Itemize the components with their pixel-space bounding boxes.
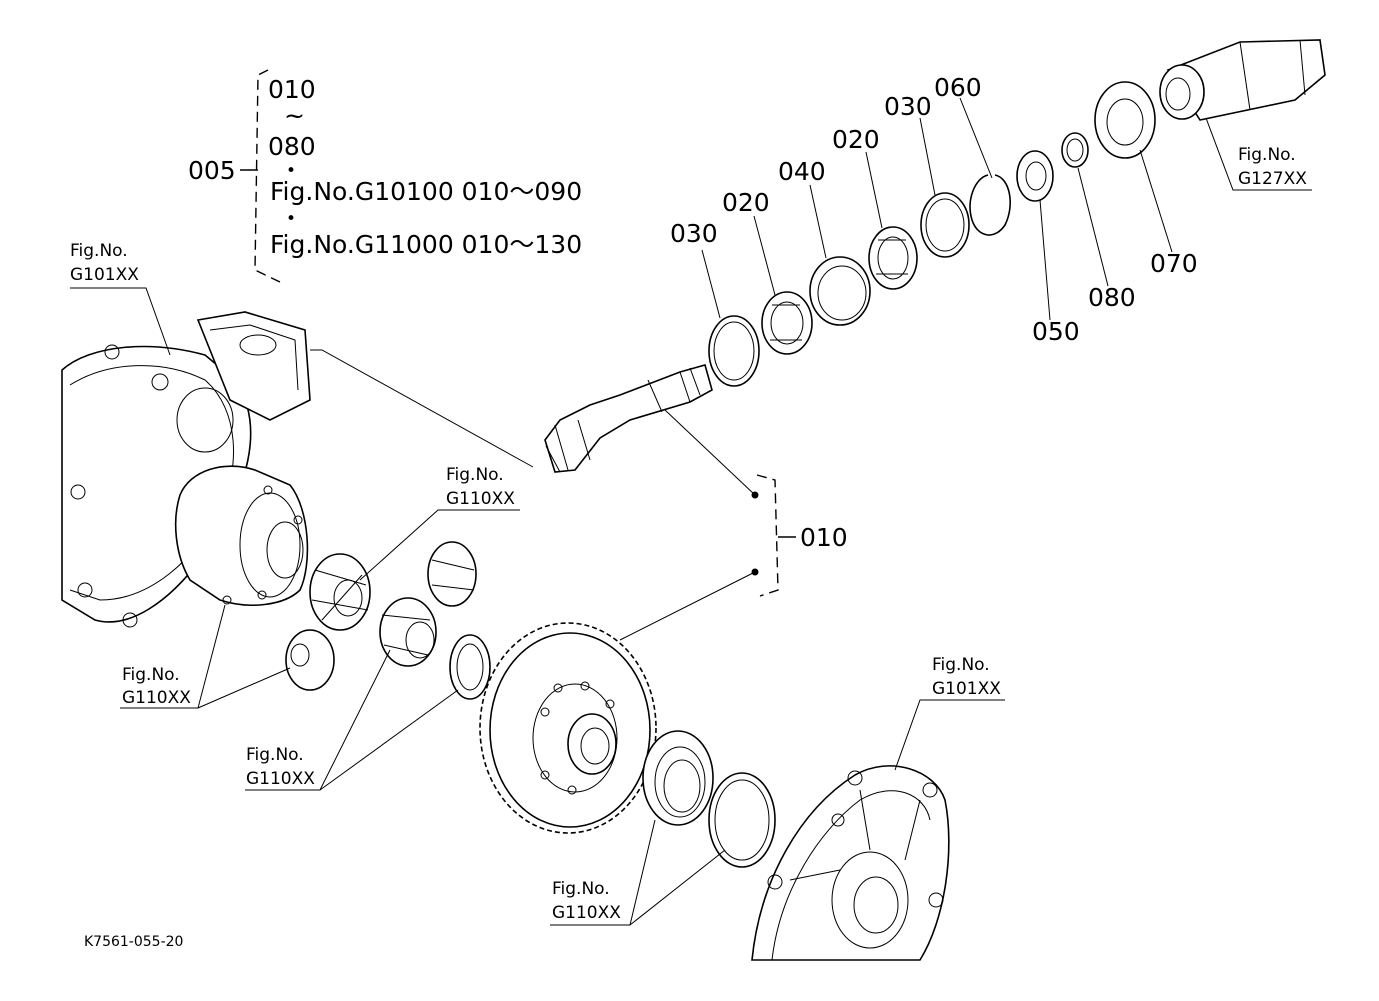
input-housing-g127 xyxy=(1159,39,1326,121)
part-030-shim-a xyxy=(708,315,760,387)
ball-bearing-right xyxy=(642,730,714,826)
part-080-spacer xyxy=(1061,132,1089,168)
range-end-label: 080 xyxy=(268,132,316,161)
callout-030-a: 030 xyxy=(670,219,718,248)
range-separator: ~ xyxy=(284,101,305,130)
fig-ref-right-housing-line1: Fig.No. xyxy=(932,655,990,675)
shim-right xyxy=(708,772,776,868)
callout-030-b: 030 xyxy=(884,92,932,121)
bullet-2: • xyxy=(286,209,296,229)
side-gear-large xyxy=(309,553,371,631)
leader-lines xyxy=(70,97,1312,926)
fig-ref-input-housing-line1: Fig.No. xyxy=(1238,145,1296,165)
fig-ref-case-line1: Fig.No. xyxy=(122,665,180,685)
fig-ref-left-housing-line2: G101XX xyxy=(70,265,139,285)
right-housing xyxy=(751,765,950,961)
differential-pinion-lower xyxy=(285,629,335,691)
callout-020-a: 020 xyxy=(722,188,770,217)
callout-060: 060 xyxy=(934,73,982,102)
fig-ref-line-2: Fig.No.G11000 010～130 xyxy=(270,230,582,259)
fig-ref-bearing-line2: G110XX xyxy=(552,903,621,923)
callout-080: 080 xyxy=(1088,283,1136,312)
part-020-bearing-b xyxy=(868,226,918,290)
part-010-bracket xyxy=(751,474,796,597)
part-050-nut xyxy=(1016,150,1054,202)
callout-020-b: 020 xyxy=(832,125,880,154)
differential-pinion-upper xyxy=(427,541,477,607)
part-060-circlip xyxy=(969,174,1011,236)
fig-ref-case-line2: G110XX xyxy=(122,688,191,708)
fig-ref-bearing-line1: Fig.No. xyxy=(552,879,610,899)
differential-case xyxy=(174,465,309,606)
range-start-label: 010 xyxy=(268,75,316,104)
fig-ref-line-1: Fig.No.G10100 010～090 xyxy=(270,177,582,206)
part-040-collar xyxy=(809,256,871,326)
fig-ref-side-gear-line2: G110XX xyxy=(246,769,315,789)
fig-ref-right-housing-line2: G101XX xyxy=(932,679,1001,699)
group-005-bracket xyxy=(240,69,281,283)
drawing-code: K7561-055-20 xyxy=(84,934,183,950)
ring-gear xyxy=(479,622,657,834)
fig-ref-gear-upper-line2: G110XX xyxy=(446,489,515,509)
part-020-bearing-a xyxy=(761,291,813,355)
group-005-label: 005 xyxy=(188,156,236,185)
callout-050: 050 xyxy=(1032,317,1080,346)
fig-ref-input-housing-line2: G127XX xyxy=(1238,169,1307,189)
fig-ref-gear-upper-line1: Fig.No. xyxy=(446,465,504,485)
pinion-shaft xyxy=(544,364,713,473)
callout-010: 010 xyxy=(800,523,848,552)
fig-ref-left-housing-line1: Fig.No. xyxy=(70,241,128,261)
thrust-washer xyxy=(449,634,491,700)
part-070-oil-seal xyxy=(1094,81,1156,159)
callout-040: 040 xyxy=(778,157,826,186)
bullet-1: • xyxy=(286,161,296,181)
callout-070: 070 xyxy=(1150,249,1198,278)
part-030-shim-b xyxy=(920,192,970,258)
side-gear-small xyxy=(379,597,437,667)
fig-ref-side-gear-line1: Fig.No. xyxy=(246,745,304,765)
